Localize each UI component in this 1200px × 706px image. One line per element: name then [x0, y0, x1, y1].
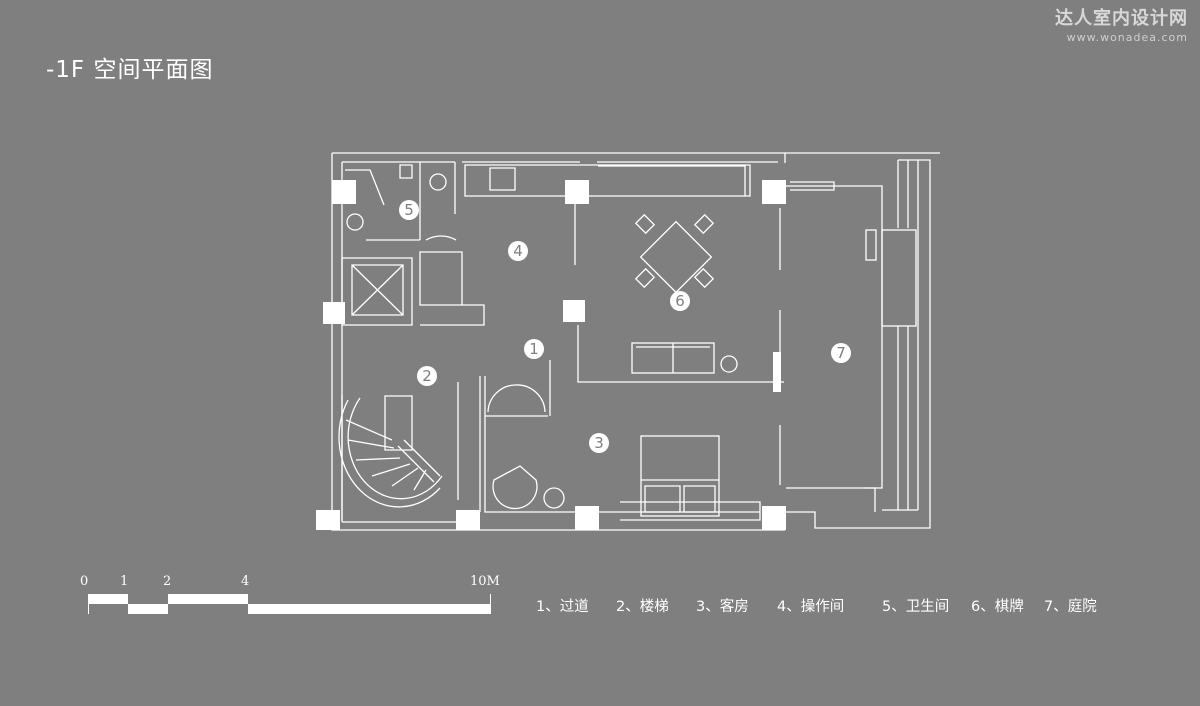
- door-swing-bath: [425, 235, 457, 241]
- door-swing-room: [487, 384, 546, 413]
- legend-item-stair: 2、楼梯: [616, 599, 669, 615]
- planter: [881, 229, 917, 327]
- room-marker-3: 3: [594, 434, 604, 452]
- kitchen-block: [419, 251, 485, 326]
- column: [456, 510, 480, 530]
- legend-item-guest-room: 3、客房: [696, 599, 749, 615]
- column: [563, 300, 585, 322]
- card-table: [639, 220, 713, 294]
- chair-2: [693, 213, 715, 235]
- armchair: [492, 465, 538, 510]
- stair-steps: [345, 395, 427, 491]
- bench: [865, 229, 877, 261]
- corridor-wall: [484, 325, 784, 417]
- page-title: -1F 空间平面图: [46, 57, 214, 83]
- room-marker-5: 5: [404, 201, 414, 219]
- scale-label-1: 1: [120, 574, 129, 589]
- side-table: [720, 355, 738, 373]
- column: [565, 180, 589, 204]
- room-marker-6: 6: [675, 292, 685, 310]
- column: [773, 352, 781, 392]
- window-frames: [620, 501, 761, 521]
- bath-fixtures: [345, 164, 413, 206]
- columns: [316, 180, 786, 530]
- room-markers: 1 2 3 4 5 6 7: [399, 200, 851, 453]
- guest-room-wall: [484, 416, 781, 513]
- stair-arc: [338, 397, 443, 508]
- legend-item-chess-room: 6、棋牌: [971, 599, 1024, 615]
- room-marker-1: 1: [529, 340, 539, 358]
- bath-wall: [366, 162, 456, 241]
- column: [323, 302, 345, 324]
- bed: [640, 435, 720, 517]
- stair-wall: [341, 376, 481, 520]
- column: [762, 506, 786, 530]
- chair-1: [634, 213, 656, 235]
- side-table-2: [543, 487, 565, 509]
- legend-item-kitchen: 4、操作间: [777, 599, 845, 615]
- room-marker-2: 2: [422, 367, 432, 385]
- watermark: 达人室内设计网 www.wonadea.com: [1055, 4, 1188, 44]
- legend-item-bathroom: 5、卫生间: [882, 599, 950, 615]
- legend-item-corridor: 1、过道: [536, 599, 589, 615]
- kitchen-counter: [464, 164, 751, 197]
- elevator: [341, 257, 413, 326]
- chair-3: [634, 267, 656, 289]
- watermark-name: 达人室内设计网: [1055, 8, 1188, 29]
- scale-bar: [88, 594, 491, 614]
- courtyard-wall: [785, 152, 940, 529]
- scale-label-4: 4: [241, 574, 250, 589]
- watermark-url: www.wonadea.com: [1066, 31, 1188, 44]
- column: [762, 180, 786, 204]
- room-marker-4: 4: [513, 242, 523, 260]
- scale-label-10m: 10M: [470, 574, 500, 589]
- toilet: [429, 173, 447, 191]
- basin: [346, 213, 364, 231]
- stair-rail: [397, 439, 441, 483]
- scale-label-2: 2: [163, 574, 172, 589]
- courtyard-edges: [786, 160, 919, 511]
- column: [316, 510, 340, 530]
- chair-4: [693, 267, 715, 289]
- column: [575, 506, 599, 530]
- scale-label-0: 0: [80, 574, 89, 589]
- room-marker-7: 7: [836, 344, 846, 362]
- legend-item-courtyard: 7、庭院: [1044, 599, 1097, 615]
- courtyard-ledge: [790, 181, 876, 512]
- column: [332, 180, 356, 204]
